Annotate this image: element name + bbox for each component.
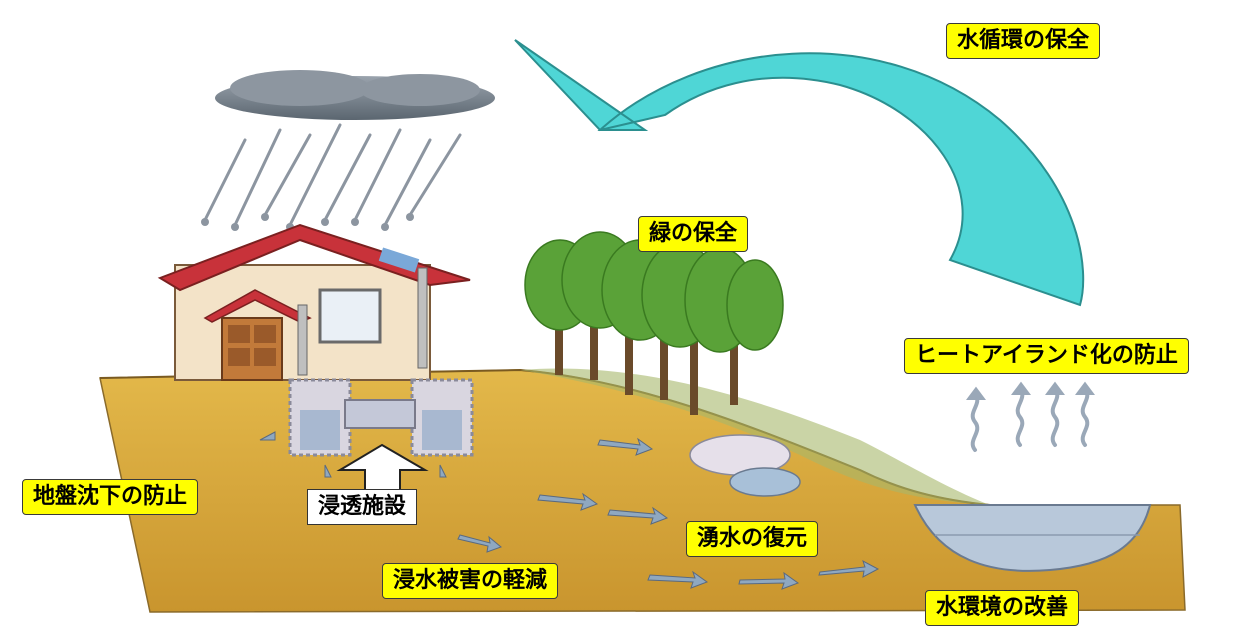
green-conservation-label: 緑の保全 [638,216,749,252]
water-environment-label: 水環境の改善 [925,590,1080,626]
water-cycle-label: 水循環の保全 [946,23,1101,59]
infiltration-facility-icon [288,378,474,457]
spring-icon [689,434,801,497]
flood-damage-label: 浸水被害の軽減 [382,563,559,599]
subsidence-label: 地盤沈下の防止 [22,479,199,515]
infiltration-facility-label: 浸透施設 [307,489,418,525]
rain-cloud-icon [201,70,495,231]
ground [99,368,1186,613]
tree-group-icon [524,231,784,415]
heat-wave-icon [966,381,1095,452]
pond-icon [913,504,1152,572]
heat-island-label: ヒートアイランド化の防止 [904,338,1189,374]
house-icon [157,223,471,381]
spring-restoration-label: 湧水の復元 [686,521,819,557]
groundwater-flow-arrows [259,431,880,590]
water-cycle-arrow [514,39,1085,307]
